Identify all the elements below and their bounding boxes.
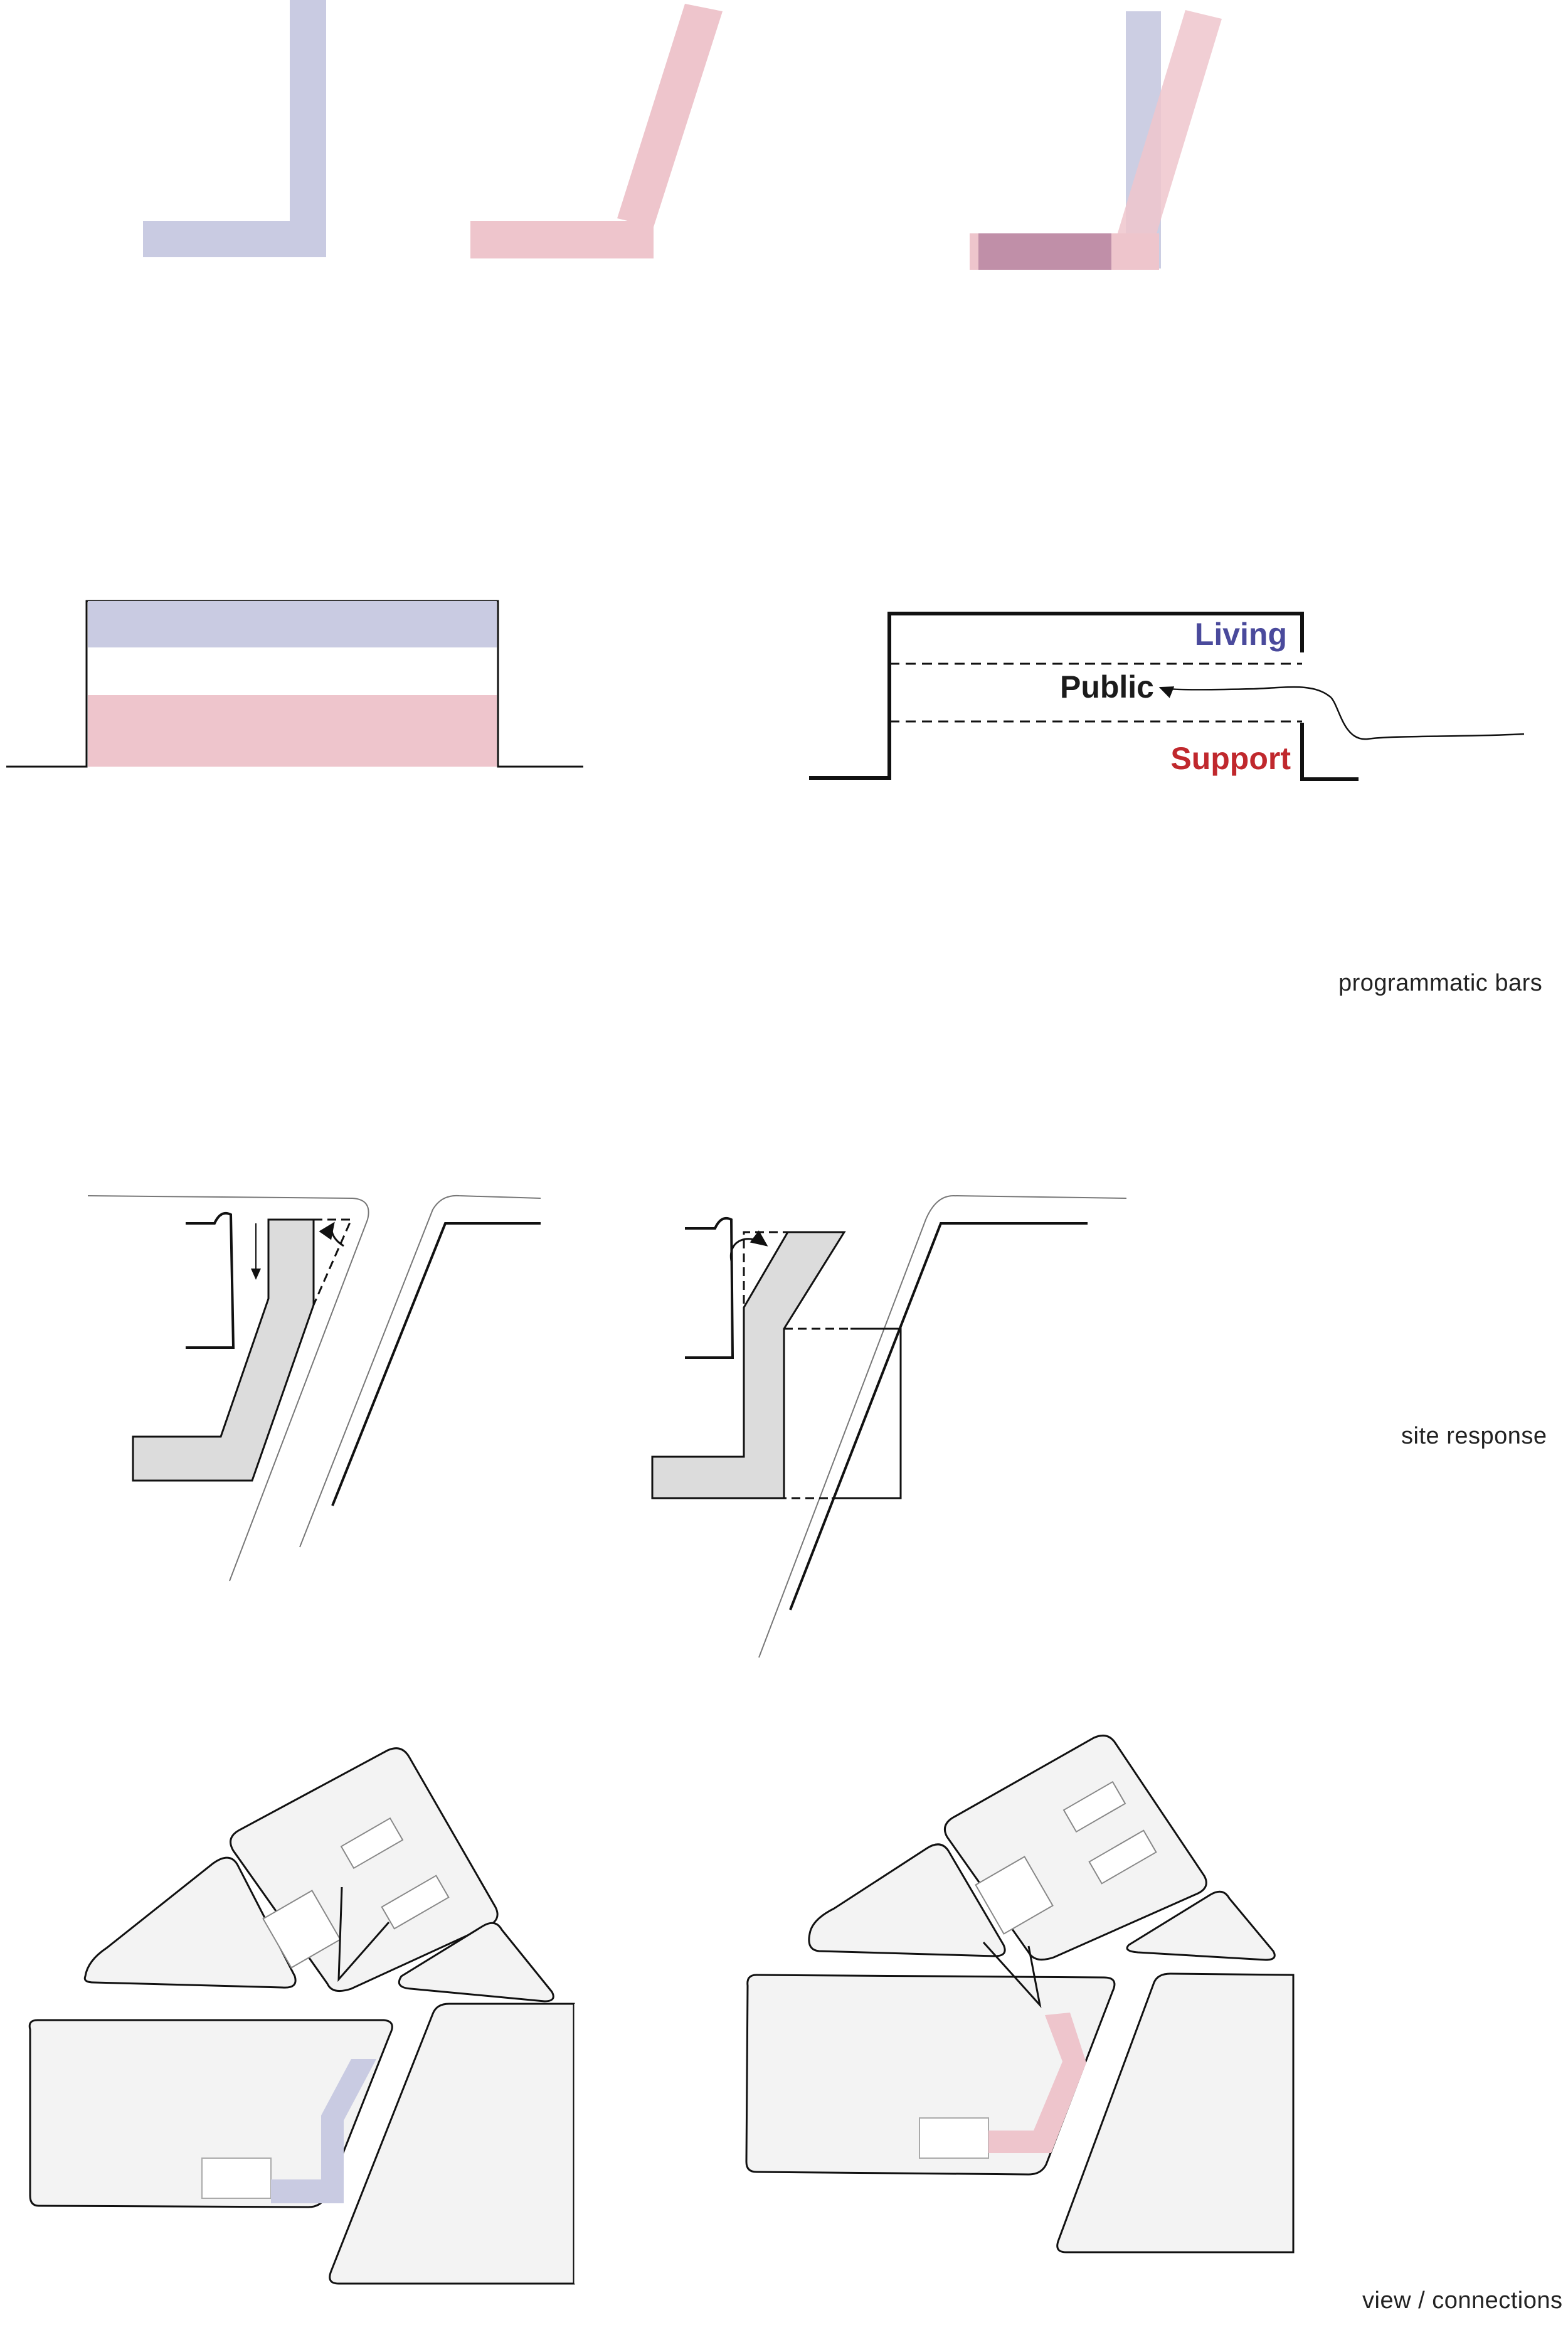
program-section-diagram: Living Public Support — [809, 612, 1525, 781]
section-bars-diagram — [6, 600, 583, 768]
public-label: Public — [1060, 669, 1154, 705]
site-response-diagram-left — [87, 1194, 541, 1582]
view-connections-map-left — [28, 1747, 575, 2285]
site-response-caption: site response — [1401, 1423, 1547, 1449]
programmatic-bars-caption: programmatic bars — [1338, 970, 1543, 996]
view-connections-caption: view / connections — [1362, 2287, 1563, 2314]
support-bar-diagram — [470, 4, 723, 258]
view-arrow-icon — [1158, 686, 1525, 740]
overlap-bar-diagram — [970, 10, 1222, 270]
view-connections-map-right — [745, 1734, 1295, 2253]
living-bar-diagram — [143, 0, 326, 257]
living-label: Living — [1195, 617, 1287, 652]
support-label: Support — [1170, 741, 1291, 776]
site-response-diagram-right — [651, 1194, 1127, 1658]
